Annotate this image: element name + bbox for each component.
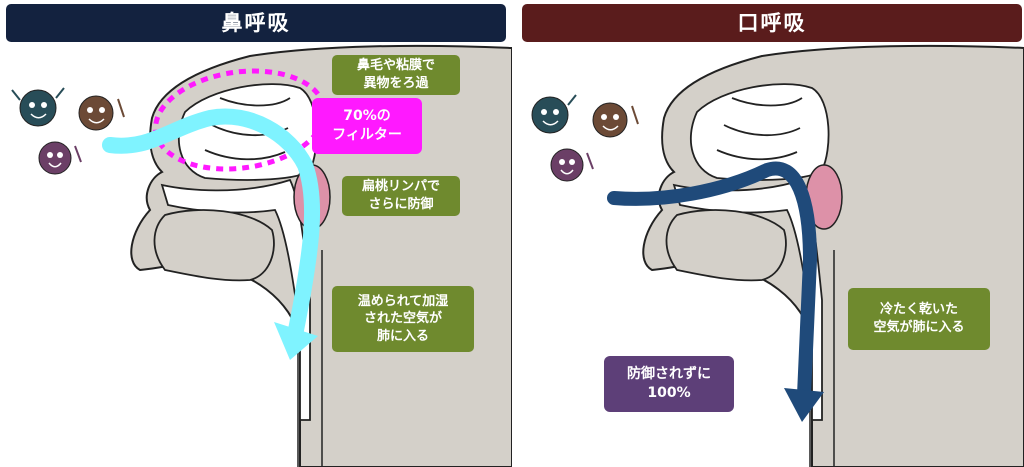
- mouth-breathing-panel: 口呼吸 冷たく乾いた 空気が肺に入る 防御されずに 100%: [512, 0, 1024, 467]
- label-warm-air: 温められて加湿 された空気が 肺に入る: [332, 286, 474, 352]
- label-filter: 70%の フィルター: [312, 98, 422, 154]
- mouth-airflow-arrow: [607, 161, 818, 402]
- label-nose-hair: 鼻毛や粘膜で 異物をろ過: [332, 55, 460, 95]
- nasal-airflow-arrow: [102, 108, 321, 338]
- label-tonsil: 扁桃リンパで さらに防御: [342, 176, 460, 216]
- panel-title: 口呼吸: [522, 4, 1022, 42]
- germ-icon: [11, 87, 65, 127]
- label-unprotected: 防御されずに 100%: [604, 356, 734, 412]
- panel-title: 鼻呼吸: [6, 4, 506, 42]
- mouth-anatomy-illustration: [531, 44, 1024, 467]
- label-cold-air: 冷たく乾いた 空気が肺に入る: [848, 288, 990, 350]
- germ-icon: [38, 141, 82, 175]
- germ-icon: [550, 148, 594, 182]
- nasal-breathing-panel: 鼻呼吸 鼻毛や粘膜で 異物をろ過 70%の フィルター 扁桃リンパで さらに防御…: [6, 4, 512, 467]
- germ-icon: [78, 95, 125, 131]
- germ-icon: [592, 102, 639, 138]
- germ-icon: [531, 94, 577, 134]
